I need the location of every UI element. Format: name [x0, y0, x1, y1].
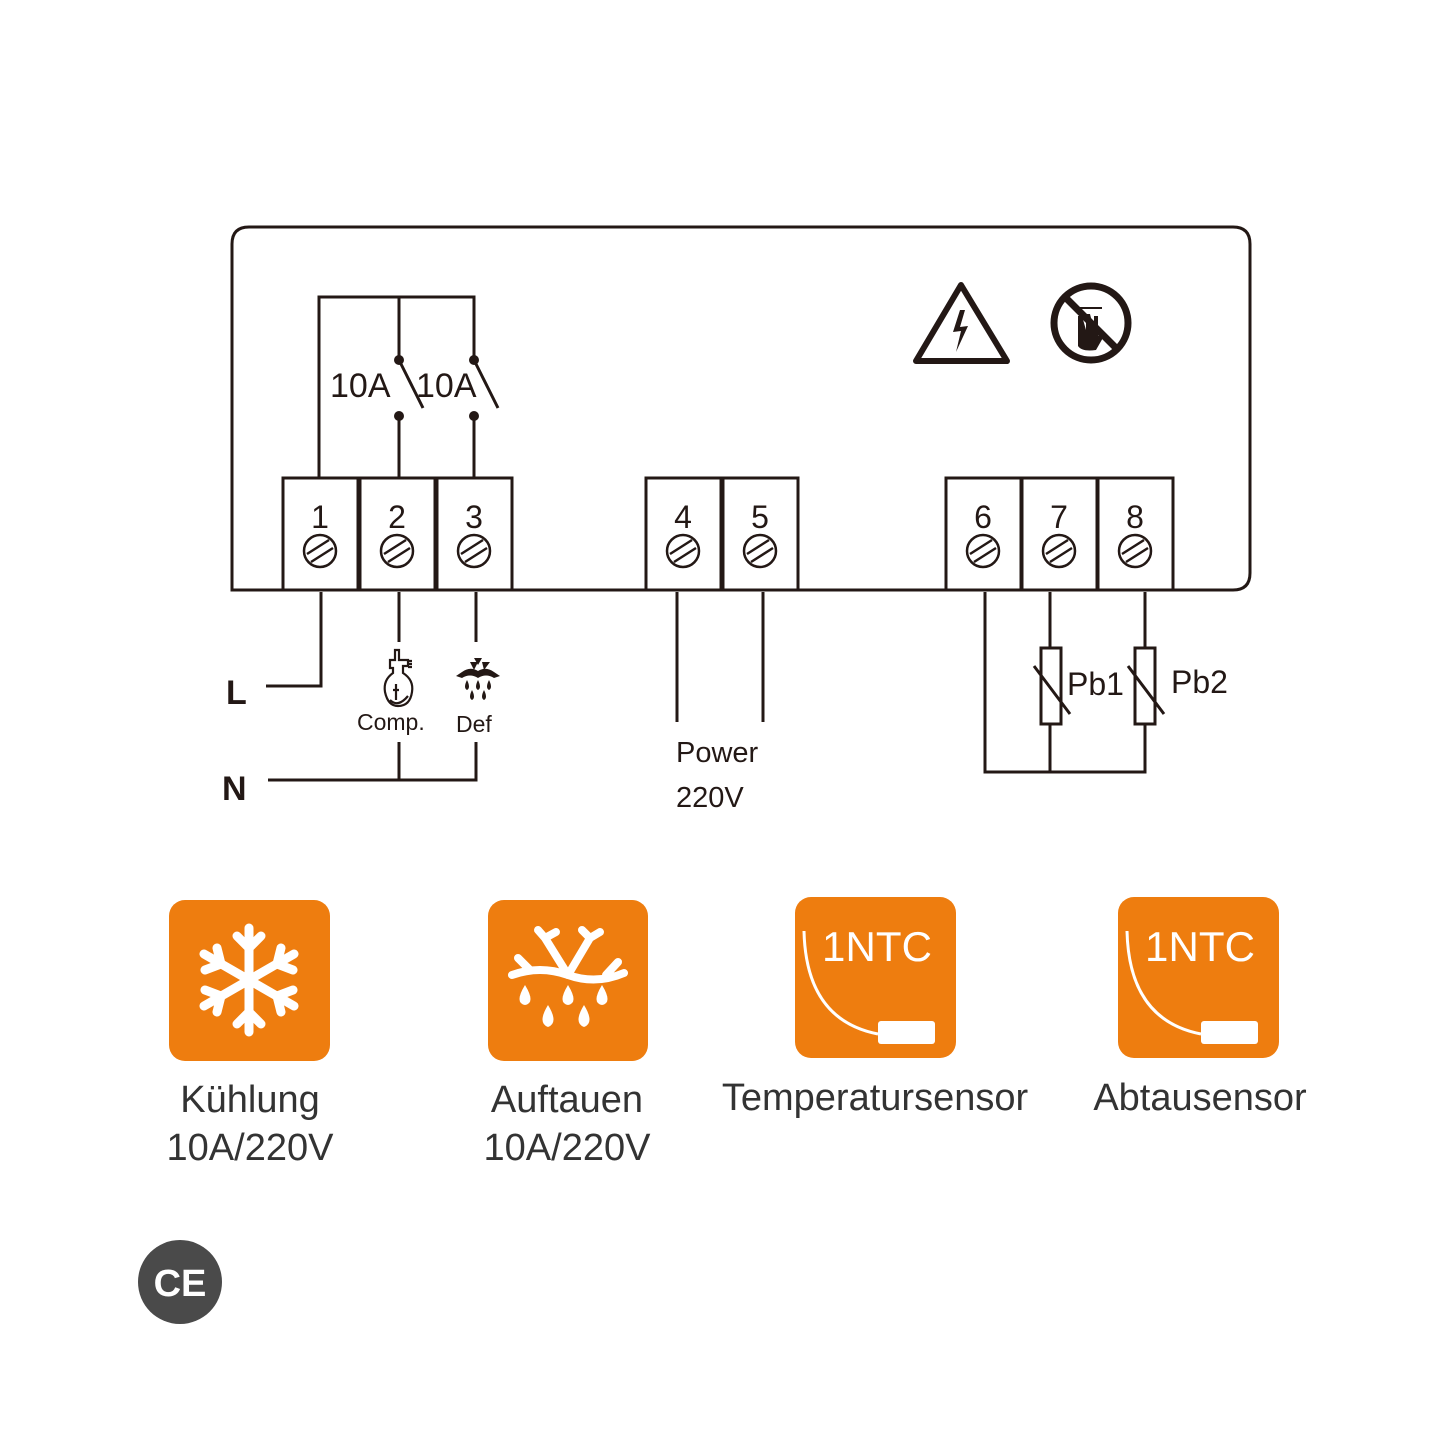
terminal-8: 8	[1096, 476, 1175, 592]
do-not-touch-icon	[1050, 282, 1132, 364]
relay-rating-1: 10A	[330, 367, 391, 405]
defrost-sensor-title: Abtausensor	[1093, 1077, 1307, 1119]
ntc-badge-2: 1NTC	[1145, 923, 1255, 970]
cooling-icon	[169, 900, 330, 1061]
terminal-number: 1	[311, 499, 329, 535]
live-label: L	[226, 674, 247, 712]
terminal-3: 3	[435, 476, 514, 592]
terminal-1: 1	[281, 476, 360, 592]
terminal-number: 3	[465, 499, 483, 535]
temperature-sensor-icon: 1NTC	[795, 897, 956, 1058]
defrost-label: Def	[456, 711, 492, 737]
terminal-number: 8	[1126, 499, 1144, 535]
high-voltage-warning-icon	[913, 282, 1010, 364]
terminal-number: 4	[674, 499, 692, 535]
power-label-line1: Power	[676, 737, 759, 769]
controller-housing	[230, 225, 1252, 592]
screw-icon	[742, 533, 778, 569]
compressor-label: Comp.	[357, 709, 425, 735]
temperature-sensor-title: Temperatursensor	[721, 1077, 1029, 1119]
terminal-number: 5	[751, 499, 769, 535]
screw-icon	[965, 533, 1001, 569]
defrost-icon	[456, 658, 500, 700]
compressor-icon	[383, 648, 414, 708]
screw-icon	[379, 533, 415, 569]
probe-pb1-resistor	[1039, 646, 1063, 726]
defrost-rating: 10A/220V	[483, 1127, 651, 1169]
power-label-line2: 220V	[676, 782, 744, 814]
cooling-caption: Kühlung 10A/220V	[150, 1076, 350, 1172]
defrost-sensor-caption: Abtausensor	[1070, 1074, 1330, 1122]
neutral-label: N	[222, 770, 247, 808]
neutral-wire	[268, 742, 478, 782]
screw-icon	[1117, 533, 1153, 569]
terminal-4: 4	[644, 476, 723, 592]
defrost-sensor-icon: 1NTC	[1118, 897, 1279, 1058]
terminal-6: 6	[944, 476, 1023, 592]
probe-pb1-label: Pb1	[1067, 666, 1124, 702]
screw-icon	[1041, 533, 1077, 569]
cooling-rating: 10A/220V	[166, 1127, 334, 1169]
terminal-2: 2	[358, 476, 437, 592]
screw-icon	[665, 533, 701, 569]
terminal-7: 7	[1020, 476, 1099, 592]
probe-pb2-label: Pb2	[1171, 664, 1228, 700]
defrost-title: Auftauen	[490, 1079, 644, 1121]
terminal-number: 2	[388, 499, 406, 535]
terminal-5: 5	[721, 476, 800, 592]
temperature-sensor-caption: Temperatursensor	[700, 1074, 1050, 1122]
defrost-caption: Auftauen 10A/220V	[467, 1076, 667, 1172]
ce-mark-icon: CE	[138, 1240, 222, 1324]
screw-icon	[302, 533, 338, 569]
ntc-badge-1: 1NTC	[822, 923, 932, 970]
probe-pb2-resistor	[1133, 646, 1157, 726]
probe-wiring	[983, 592, 1147, 774]
relay-switch-1	[397, 359, 425, 409]
common-bus	[317, 295, 476, 478]
ce-mark-text: CE	[154, 1263, 207, 1305]
defrost-tile-icon	[488, 900, 648, 1061]
relay-rating-2: 10A	[416, 367, 477, 405]
screw-icon	[456, 533, 492, 569]
terminal-number: 7	[1050, 499, 1068, 535]
cooling-title: Kühlung	[180, 1079, 320, 1121]
live-wire	[266, 592, 323, 688]
relay-switch-2	[472, 359, 500, 409]
terminal-number: 6	[974, 499, 992, 535]
